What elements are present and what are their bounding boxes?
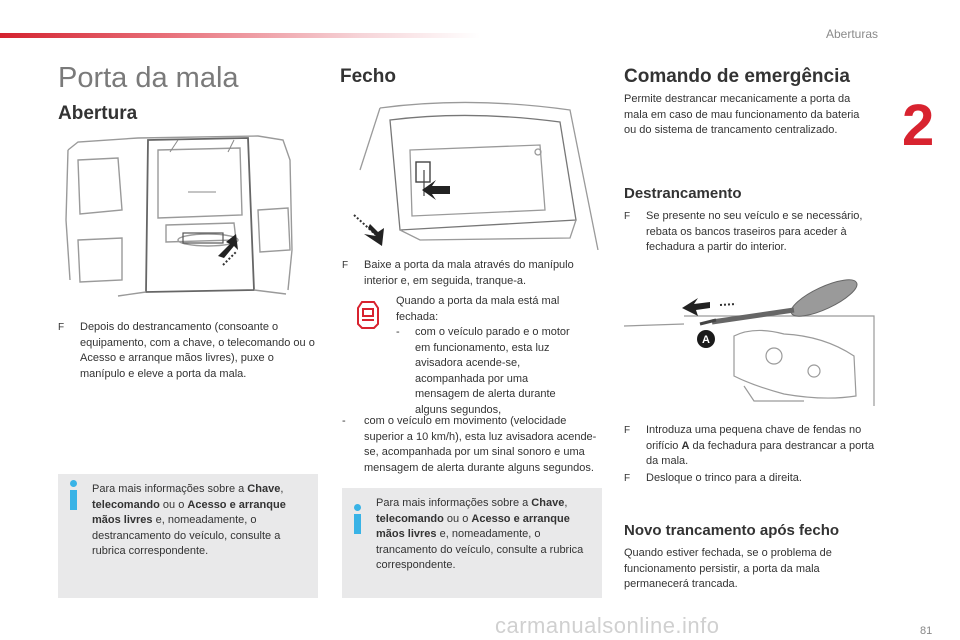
header-accent-bar: [0, 33, 480, 38]
emergency-lock-illustration: A: [624, 279, 875, 406]
info-text: Para mais informações sobre a Chave, tel…: [376, 497, 584, 571]
bullet-marker: F: [342, 260, 349, 271]
page-number: 81: [920, 625, 933, 637]
retrancamento-heading: Novo trancamento após fecho: [624, 522, 840, 539]
chapter-number: 2: [902, 93, 935, 158]
van-rear-illustration: [58, 130, 320, 300]
tailgate-open-warning-icon: [357, 301, 379, 329]
info-box-abertura: Para mais informações sobre a Chave, tel…: [58, 474, 318, 598]
fecho-heading: Fecho: [340, 66, 396, 87]
info-icon: [70, 480, 78, 510]
info-icon: [354, 504, 362, 534]
label-a-text: A: [702, 334, 710, 346]
page-title: Porta da mala: [58, 62, 239, 94]
tailgate-interior-illustration: [353, 101, 599, 250]
destrancamento-heading: Destrancamento: [624, 185, 742, 202]
section-label: Aberturas: [826, 27, 879, 41]
bullet-marker: F: [624, 473, 631, 484]
emergency-heading: Comando de emergência: [624, 66, 850, 87]
retrancamento-text: Quando estiver fechada, se o problema de…: [624, 547, 832, 590]
info-box-fecho: Para mais informações sobre a Chave, tel…: [342, 488, 602, 598]
bullet-marker: F: [624, 425, 631, 436]
label-a-badge: [697, 330, 715, 348]
emergency-intro: Permite destrancar mecanicamente a porta…: [624, 93, 860, 136]
abertura-heading: Abertura: [58, 103, 138, 124]
warning-intro: Quando a porta da mala está mal fechada:: [396, 295, 560, 323]
bullet-marker: F: [624, 211, 631, 222]
bullet-marker: F: [58, 322, 65, 333]
info-text: Para mais informações sobre a Chave, tel…: [92, 483, 286, 557]
watermark: carmanualsonline.info: [495, 613, 720, 638]
